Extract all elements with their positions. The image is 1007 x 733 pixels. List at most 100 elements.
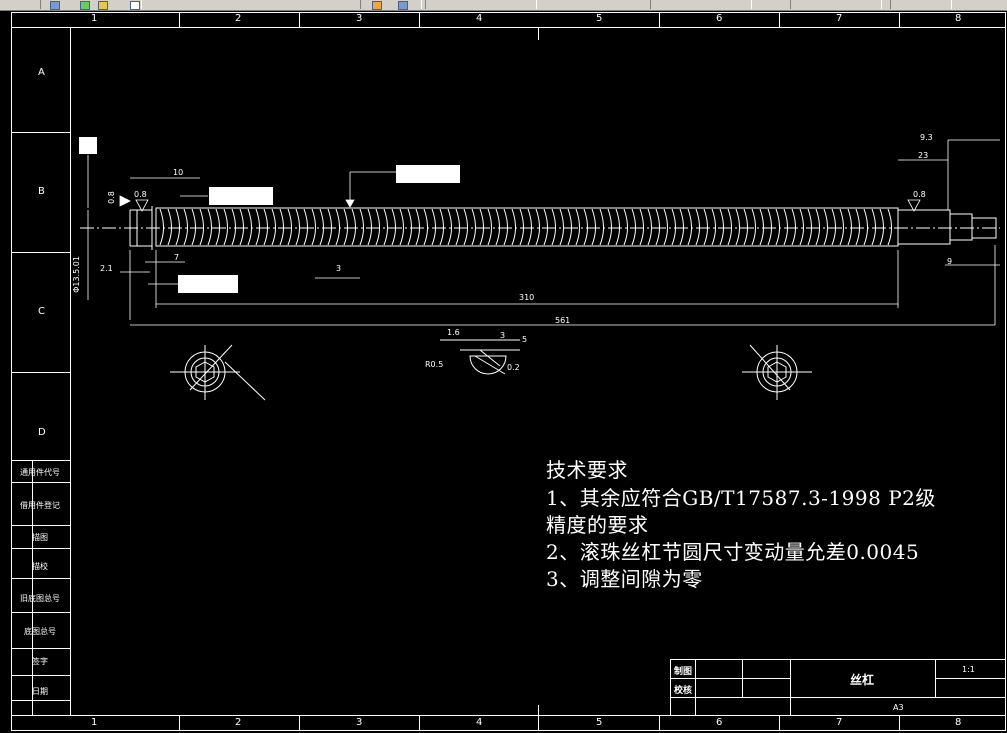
section-dim-1-6: 1.6 bbox=[447, 328, 460, 337]
sheet-size: A3 bbox=[893, 703, 904, 712]
thread-turn bbox=[231, 208, 236, 246]
thread-turn bbox=[431, 208, 436, 246]
zone-number-top-5: 5 bbox=[596, 13, 603, 24]
thread-turn bbox=[479, 208, 484, 246]
thread-turn bbox=[183, 208, 188, 246]
tech-requirement-2: 2、滚珠丝杠节圆尺寸变动量允差0.0045 bbox=[546, 540, 920, 564]
thread-turn bbox=[159, 208, 164, 246]
tech-requirement-1-cont: 精度的要求 bbox=[546, 513, 649, 537]
thread-turn bbox=[503, 208, 508, 246]
thread-turn bbox=[815, 208, 820, 246]
thread-turn bbox=[599, 208, 604, 246]
zone-letter-d: D bbox=[38, 427, 46, 438]
zone-number-top-2: 2 bbox=[235, 13, 242, 24]
thread-turn bbox=[319, 208, 324, 246]
zone-number-bottom-7: 7 bbox=[836, 717, 843, 728]
cad-toolbar bbox=[0, 0, 1007, 11]
thread-turn bbox=[687, 208, 692, 246]
thread-turn bbox=[615, 208, 620, 246]
thread-turn bbox=[775, 208, 780, 246]
color-icon[interactable] bbox=[130, 1, 140, 10]
tech-requirement-1: 1、其余应符合GB/T17587.3-1998 P2级 bbox=[546, 486, 936, 510]
side-label-base-number: 底图总号 bbox=[24, 627, 56, 636]
thread-turn bbox=[647, 208, 652, 246]
toolbar-combo-3[interactable] bbox=[790, 0, 882, 9]
ball-screw-shaft bbox=[80, 206, 1000, 250]
thread-turn bbox=[439, 208, 444, 246]
layer2-icon[interactable] bbox=[372, 1, 382, 10]
thread-turn bbox=[527, 208, 532, 246]
thread-turn bbox=[783, 208, 788, 246]
thread-turn bbox=[367, 208, 372, 246]
thread-turn bbox=[311, 208, 316, 246]
thread-turn bbox=[271, 208, 276, 246]
thread-turn bbox=[535, 208, 540, 246]
thread-turn bbox=[551, 208, 556, 246]
section-dim-5: 5 bbox=[522, 335, 528, 344]
thread-turn bbox=[343, 208, 348, 246]
thread-turn bbox=[607, 208, 612, 246]
zone-number-top-8: 8 bbox=[955, 13, 962, 24]
zone-number-top-3: 3 bbox=[356, 13, 363, 24]
dim-right-9: 9 bbox=[947, 257, 953, 266]
zone-letter-b: B bbox=[38, 186, 45, 197]
thread-turn bbox=[455, 208, 460, 246]
thread-turn bbox=[847, 208, 852, 246]
dim-right-23: 23 bbox=[918, 151, 929, 160]
thread-turn bbox=[863, 208, 868, 246]
thread-turn bbox=[855, 208, 860, 246]
zone-letter-a: A bbox=[38, 67, 45, 78]
title-row-check: 校核 bbox=[674, 686, 693, 696]
zone-number-bottom-6: 6 bbox=[716, 717, 723, 728]
toolbar-segment-layers[interactable] bbox=[40, 0, 142, 9]
roughness-left: 0.8 bbox=[106, 191, 116, 204]
dim-left-7: 7 bbox=[174, 253, 180, 262]
zone-number-top-4: 4 bbox=[476, 13, 483, 24]
toolbar-segment-props[interactable] bbox=[360, 0, 422, 9]
thread-turn bbox=[487, 208, 492, 246]
dim-total-length: 561 bbox=[555, 316, 571, 325]
toolbar-combo-1[interactable] bbox=[425, 0, 537, 9]
thread-turn bbox=[167, 208, 172, 246]
text-icon[interactable] bbox=[398, 1, 408, 10]
zone-number-top-7: 7 bbox=[836, 13, 843, 24]
thread-turn bbox=[215, 208, 220, 246]
thread-turn bbox=[191, 208, 196, 246]
thread-turn bbox=[391, 208, 396, 246]
thread-turn bbox=[711, 208, 716, 246]
thread-turn bbox=[575, 208, 580, 246]
thread-turn bbox=[415, 208, 420, 246]
zone-number-bottom-2: 2 bbox=[235, 717, 242, 728]
thread-turn bbox=[287, 208, 292, 246]
thread-turn bbox=[759, 208, 764, 246]
toolbar-combo-2[interactable] bbox=[650, 0, 752, 9]
cad-drawing-canvas[interactable] bbox=[0, 10, 1007, 733]
bulb-icon[interactable] bbox=[98, 1, 108, 10]
tech-requirements-title: 技术要求 bbox=[546, 458, 628, 482]
dim-thread-length: 310 bbox=[519, 293, 535, 302]
thread-turn bbox=[359, 208, 364, 246]
thread-turn bbox=[703, 208, 708, 246]
thread-turn bbox=[383, 208, 388, 246]
thread-turn bbox=[207, 208, 212, 246]
title-row-drafting: 制图 bbox=[674, 667, 693, 677]
thread-turn bbox=[719, 208, 724, 246]
scale-value: 1:1 bbox=[962, 665, 975, 674]
thread-turn bbox=[471, 208, 476, 246]
zone-number-bottom-4: 4 bbox=[476, 717, 483, 728]
thread-turn bbox=[375, 208, 380, 246]
side-label-date: 日期 bbox=[32, 687, 48, 696]
side-label-borrow: 借用件登记 bbox=[20, 501, 60, 510]
thread-turn bbox=[463, 208, 468, 246]
thread-turn bbox=[223, 208, 228, 246]
thread-turn bbox=[199, 208, 204, 246]
thread-turn bbox=[623, 208, 628, 246]
thread-turn bbox=[335, 208, 340, 246]
side-label-drafting: 描图 bbox=[32, 533, 48, 542]
gear-icon[interactable] bbox=[80, 1, 90, 10]
toolbar-combo-4[interactable] bbox=[890, 0, 952, 9]
thread-turn bbox=[175, 208, 180, 246]
layer-icon[interactable] bbox=[50, 1, 60, 10]
thread-turn bbox=[839, 208, 844, 246]
thread-turn bbox=[327, 208, 332, 246]
